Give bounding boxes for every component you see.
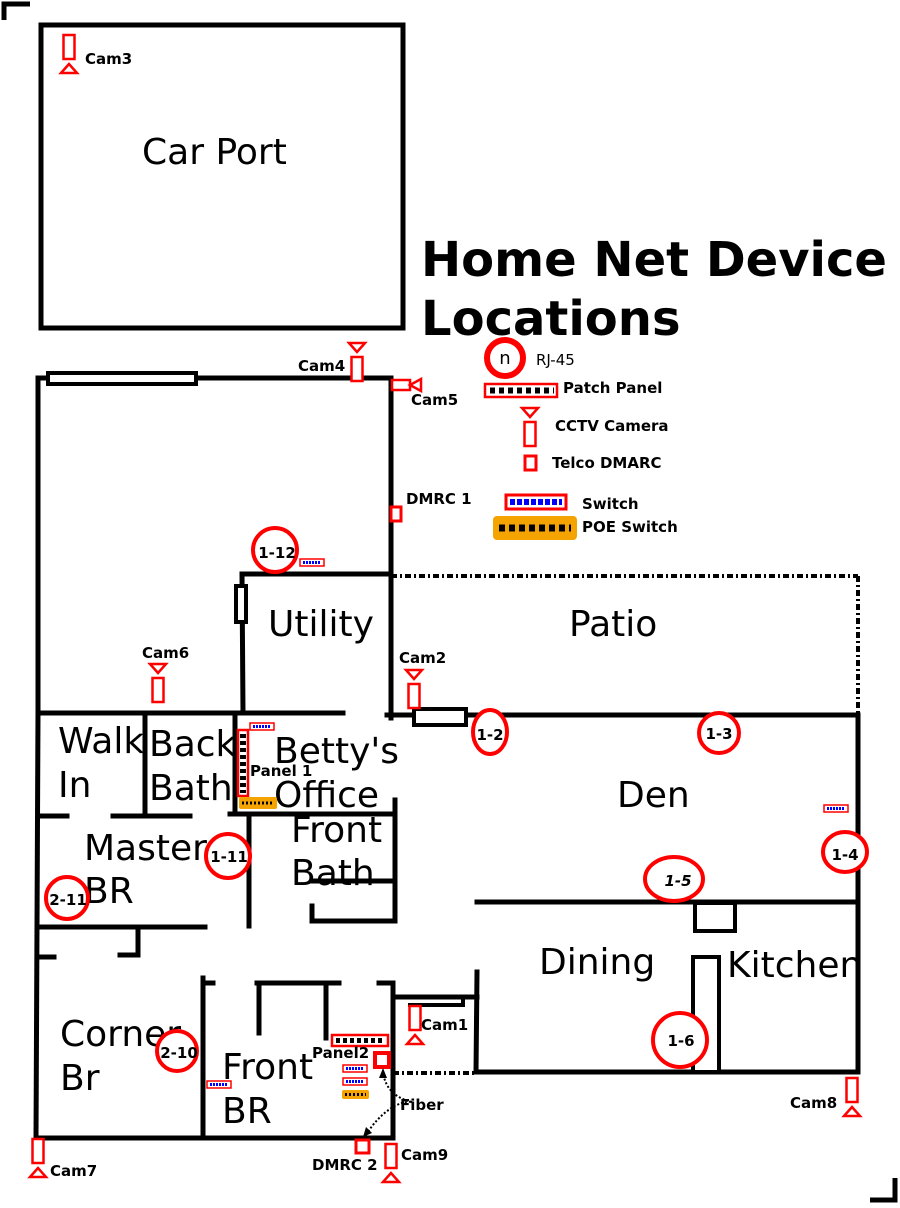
dmrc-1-icon[interactable] [389, 505, 403, 523]
room-label-back-bath-line-2: Bath [149, 768, 233, 809]
camera-4-label: Cam4 [298, 357, 345, 375]
room-label-back-bath-line-1: Back [149, 724, 237, 765]
room-label-car-port: Car Port [142, 132, 287, 173]
diagram-title-line-2: Locations [421, 291, 681, 347]
camera-6-icon[interactable] [148, 662, 168, 704]
den-switch-icon[interactable] [822, 803, 850, 814]
camera-8-label: Cam8 [790, 1094, 837, 1112]
diagram-title-line-1: Home Net Device [421, 232, 887, 288]
svg-text:1-11: 1-11 [210, 848, 248, 866]
rj45-jack-1-4[interactable]: 1-4 [821, 830, 869, 874]
legend-patch-panel-label: Patch Panel [563, 379, 662, 397]
svg-text:1-5: 1-5 [664, 872, 691, 890]
utility-switch-icon[interactable] [298, 557, 326, 568]
room-label-den: Den [617, 775, 690, 816]
rj45-jack-1-6[interactable]: 1-6 [651, 1011, 709, 1069]
legend-cctv-camera-icon [520, 406, 540, 448]
camera-9-icon[interactable] [381, 1142, 401, 1184]
camera-5-label: Cam5 [411, 391, 458, 409]
room-label-bettys-office-line-2: Office [274, 775, 379, 816]
panel-1-poe-switch-icon[interactable] [239, 797, 277, 809]
legend-poe-switch-icon [493, 516, 577, 540]
room-label-corner-br-line-2: Br [60, 1058, 100, 1099]
room-label-master-br-line-1: Master [84, 828, 207, 869]
svg-text:1-2: 1-2 [476, 726, 503, 744]
camera-8-icon[interactable] [842, 1076, 862, 1118]
rj45-jack-2-11[interactable]: 2-11 [44, 875, 90, 921]
legend-telco-dmarc-icon [523, 454, 538, 472]
room-label-bettys-office-line-1: Betty's [274, 731, 399, 772]
corner-mark-bottom-right [870, 1178, 898, 1203]
camera-1-label: Cam1 [421, 1016, 468, 1034]
svg-text:1-6: 1-6 [667, 1032, 694, 1050]
camera-9-label: Cam9 [401, 1146, 448, 1164]
corner-mark-top-left [1, 1, 30, 20]
room-label-master-br-line-2: BR [84, 871, 134, 912]
room-label-front-br-line-1: Front [222, 1047, 313, 1088]
camera-4-icon[interactable] [347, 341, 367, 383]
camera-3-label: Cam3 [85, 50, 132, 68]
room-label-front-bath-line-1: Front [291, 810, 382, 851]
panel-2-fiber-terminal-icon[interactable] [373, 1051, 391, 1069]
panel-1-switch-icon[interactable] [248, 721, 276, 732]
rj45-jack-1-12[interactable]: 1-12 [251, 526, 299, 574]
svg-text:1-12: 1-12 [258, 544, 296, 562]
room-label-utility: Utility [268, 604, 374, 645]
dmrc-1-label: DMRC 1 [406, 490, 472, 508]
dmrc-2-icon[interactable] [354, 1138, 371, 1155]
fiber-cable-line [363, 1068, 413, 1137]
legend-rj45-symbol: n [499, 348, 510, 369]
room-label-front-br-line-2: BR [222, 1091, 272, 1132]
room-label-front-bath-line-2: Bath [291, 853, 375, 894]
room-label-dining: Dining [539, 942, 655, 983]
camera-2-label: Cam2 [399, 649, 446, 667]
patio-boundary [391, 574, 860, 713]
dmrc-2-label: DMRC 2 [312, 1156, 378, 1174]
svg-text:2-11: 2-11 [49, 891, 87, 909]
room-label-patio: Patio [569, 604, 657, 645]
front-br-switch-icon[interactable] [205, 1079, 233, 1090]
camera-5-icon[interactable] [390, 376, 423, 394]
svg-text:1-4: 1-4 [831, 846, 858, 864]
camera-7-label: Cam7 [50, 1162, 97, 1180]
svg-text:1-3: 1-3 [705, 725, 732, 743]
patch-panel-2-icon[interactable] [330, 1033, 390, 1048]
rj45-jack-1-3[interactable]: 1-3 [697, 711, 741, 755]
panel-2-poe-switch-icon[interactable] [342, 1090, 369, 1099]
room-label-walk-in-line-2: In [58, 765, 91, 806]
panel-2-switch-a-icon[interactable] [341, 1063, 369, 1074]
legend-switch-label: Switch [582, 495, 639, 513]
legend-patch-panel-icon [483, 382, 559, 399]
car-port-outline [38, 22, 406, 331]
room-label-walk-in-line-1: Walk [58, 721, 144, 762]
camera-2-icon[interactable] [404, 668, 424, 710]
rj45-jack-1-2[interactable]: 1-2 [471, 708, 509, 756]
fiber-label: Fiber [400, 1096, 444, 1114]
rj45-jack-1-11[interactable]: 1-11 [204, 832, 252, 880]
camera-7-icon[interactable] [28, 1137, 48, 1179]
rj45-jack-1-5[interactable]: 1-5 [643, 855, 705, 903]
legend-switch-icon [504, 493, 568, 511]
panel-1-label: Panel 1 [250, 762, 312, 780]
camera-3-icon[interactable] [59, 33, 79, 75]
legend-rj45-icon [484, 337, 526, 379]
room-label-kitchen: Kitchen [727, 945, 862, 986]
panel-2-switch-b-icon[interactable] [341, 1076, 369, 1087]
legend-poe-switch-label: POE Switch [582, 518, 678, 536]
legend-cctv-camera-label: CCTV Camera [555, 417, 669, 435]
panel-2-label: Panel2 [312, 1044, 369, 1062]
camera-6-label: Cam6 [142, 644, 189, 662]
rj45-jack-2-10[interactable]: 2-10 [155, 1029, 199, 1073]
legend-telco-dmarc-label: Telco DMARC [552, 454, 662, 472]
legend: n RJ-45 Patch Panel CCTV Camera Telco DM… [483, 337, 678, 540]
legend-rj45-label: RJ-45 [536, 351, 575, 369]
svg-text:2-10: 2-10 [160, 1044, 198, 1062]
patch-panel-1-icon[interactable] [236, 728, 250, 798]
